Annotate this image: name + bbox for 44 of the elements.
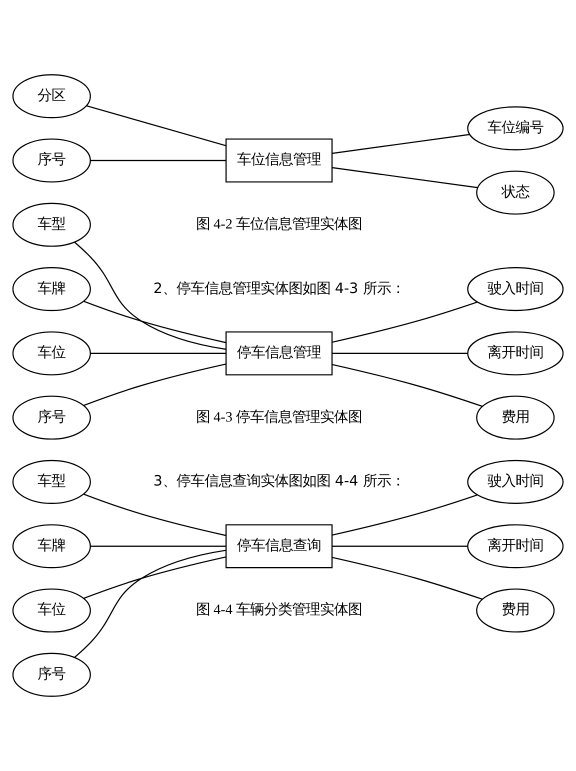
connector bbox=[332, 364, 483, 407]
node-ellipse: 序号 bbox=[12, 396, 91, 440]
node-ellipse: 分区 bbox=[12, 74, 91, 118]
node-ellipse: 车牌 bbox=[12, 524, 91, 568]
node-ellipse: 驶入时间 bbox=[467, 267, 564, 312]
connector bbox=[84, 556, 226, 599]
connector bbox=[74, 242, 226, 350]
connector bbox=[332, 301, 478, 343]
label: 图 4-2 车位信息管理实体图 bbox=[196, 216, 362, 232]
connector bbox=[90, 160, 226, 162]
label: 图 4-4 车辆分类管理实体图 bbox=[196, 602, 362, 618]
node-ellipse: 车位 bbox=[12, 331, 91, 376]
node-box: 停车信息查询 bbox=[225, 524, 333, 568]
node-ellipse: 离开时间 bbox=[467, 331, 564, 376]
node-ellipse: 序号 bbox=[12, 652, 91, 697]
connector bbox=[90, 546, 226, 547]
connector bbox=[90, 352, 226, 354]
node-ellipse: 费用 bbox=[476, 396, 555, 440]
label: 2、停车信息管理实体图如图 4-3 所示： bbox=[153, 280, 405, 297]
connector bbox=[332, 556, 483, 600]
node-ellipse: 车位编号 bbox=[467, 106, 564, 150]
connector bbox=[74, 550, 226, 658]
node-box: 车位信息管理 bbox=[225, 138, 333, 182]
node-ellipse: 驶入时间 bbox=[467, 460, 564, 504]
node-box: 停车信息管理 bbox=[225, 331, 333, 376]
label: 图 4-3 停车信息管理实体图 bbox=[196, 409, 362, 426]
connector bbox=[332, 494, 478, 536]
connector bbox=[332, 167, 478, 188]
connector bbox=[84, 364, 226, 406]
label: 3、停车信息查询实体图如图 4-4 所示： bbox=[153, 474, 405, 490]
node-ellipse: 车牌 bbox=[12, 267, 91, 312]
node-ellipse: 车型 bbox=[12, 202, 91, 247]
node-ellipse: 离开时间 bbox=[467, 524, 564, 568]
connector bbox=[84, 300, 226, 344]
node-ellipse: 车位 bbox=[12, 588, 91, 633]
connector bbox=[332, 352, 468, 354]
node-ellipse: 车型 bbox=[12, 460, 91, 504]
node-ellipse: 费用 bbox=[476, 588, 555, 633]
connector bbox=[332, 546, 468, 547]
connector bbox=[86, 105, 226, 146]
connector bbox=[332, 134, 470, 154]
connector bbox=[84, 494, 226, 536]
node-ellipse: 状态 bbox=[476, 170, 555, 215]
node-ellipse: 序号 bbox=[12, 138, 91, 182]
